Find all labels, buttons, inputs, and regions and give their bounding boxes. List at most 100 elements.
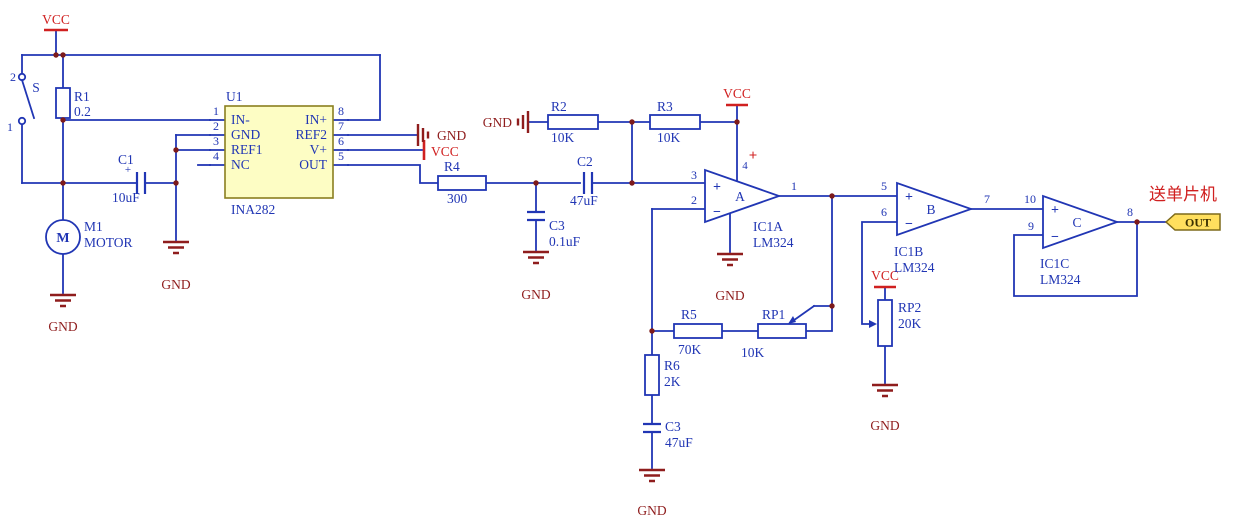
- gnd-symbol-ref2: GND: [416, 124, 466, 146]
- gnd-symbol-rp2: GND: [870, 383, 900, 433]
- u1-part: INA282: [231, 202, 275, 217]
- m1-value: MOTOR: [84, 235, 133, 250]
- r1-value: 0.2: [74, 104, 91, 119]
- pot-body: [757, 323, 807, 339]
- vcc-label: VCC: [42, 12, 70, 27]
- c3a-ref: C3: [549, 218, 565, 233]
- vcc-symbol-u1: VCC: [422, 140, 459, 160]
- u1-ref: U1: [226, 89, 243, 104]
- ic1b-ref: IC1B: [894, 244, 923, 259]
- c3a-value: 0.1uF: [549, 234, 581, 249]
- gnd-label: GND: [715, 288, 744, 303]
- capacitor-c1: + C1 10uF: [112, 152, 147, 205]
- ic1c-pin9: 9: [1028, 219, 1034, 233]
- potentiometer-rp2: RP2 20K: [869, 299, 922, 347]
- opamp-triangle: [1042, 194, 1120, 250]
- opamp-ic1c: + − C 10 9 8 IC1C LM324: [1024, 192, 1133, 287]
- vcc-label: VCC: [431, 144, 459, 159]
- motor-m1: M M1 MOTOR: [45, 219, 133, 255]
- capacitor-c2: C2 47uF: [570, 154, 598, 208]
- rp1-ref: RP1: [762, 307, 785, 322]
- gnd-symbol-u1: GND: [161, 240, 191, 292]
- resistor-body: [644, 354, 660, 396]
- ic1a-letter: A: [735, 189, 745, 204]
- wire-net: [21, 29, 1167, 469]
- capacitor-c3b: C3 47uF: [643, 419, 693, 450]
- vcc-symbol-rp2: VCC: [871, 268, 899, 289]
- gnd-label: GND: [637, 503, 666, 518]
- switch-pin-1: 1: [7, 120, 13, 134]
- ic1c-plus-input: +: [1051, 203, 1059, 218]
- u1-body: [224, 105, 334, 199]
- vcc-symbol-top: VCC: [42, 12, 70, 32]
- u1-pin-num: 8: [338, 104, 344, 118]
- pot-body: [877, 299, 893, 347]
- resistor-body: [673, 323, 723, 339]
- r3-ref: R3: [657, 99, 673, 114]
- potentiometer-rp1: RP1 10K: [741, 307, 807, 360]
- pot-wiper-arrow: [869, 320, 877, 328]
- u1-pin-num: 5: [338, 149, 344, 163]
- r3-value: 10K: [657, 130, 681, 145]
- ic1b-minus-input: −: [905, 217, 913, 232]
- ic1a-ref: IC1A: [753, 219, 783, 234]
- gnd-label: GND: [161, 277, 190, 292]
- ic1b-pin6: 6: [881, 205, 887, 219]
- u1-pin-name: IN+: [305, 112, 327, 127]
- capacitor-plates: [582, 172, 594, 194]
- ic1a-plus-input: +: [713, 180, 721, 195]
- u1-pin-name: NC: [231, 157, 250, 172]
- opamp-ic1a: + − A 3 2 1 4 + IC1A LM324: [691, 148, 797, 250]
- gnd-symbol-ic1a: GND: [715, 252, 745, 303]
- r4-value: 300: [447, 191, 468, 206]
- switch-s: 2 1 S: [7, 70, 40, 134]
- u1-pin-num: 6: [338, 134, 344, 148]
- wire-segment: [347, 54, 381, 121]
- ic1b-pin7: 7: [984, 192, 990, 206]
- gnd-label: GND: [870, 418, 899, 433]
- output-port: OUT 送单片机: [1149, 185, 1221, 231]
- resistor-r1: R1 0.2: [55, 87, 91, 119]
- ic1b-letter: B: [926, 202, 935, 217]
- r6-value: 2K: [664, 374, 681, 389]
- r4-ref: R4: [444, 159, 460, 174]
- u1-pin-num: 4: [213, 149, 219, 163]
- opamp-ic1b: + − B 5 6 7 IC1B LM324: [881, 179, 990, 275]
- wire-segment: [347, 164, 439, 184]
- pot-wiper-arrow: [788, 316, 796, 324]
- ic1a-pin4: 4: [742, 160, 748, 172]
- capacitor-plates: [643, 422, 661, 434]
- junction-dots: [53, 52, 1140, 334]
- to-mcu-annotation: 送单片机: [1149, 185, 1217, 204]
- c3b-ref: C3: [665, 419, 681, 434]
- capacitor-c3a: C3 0.1uF: [527, 210, 581, 249]
- u1-pin-num: 2: [213, 119, 219, 133]
- resistor-body: [649, 114, 701, 130]
- switch-pin-2: 2: [10, 70, 16, 84]
- resistor-r6: R6 2K: [644, 354, 681, 396]
- gnd-symbol-motor: GND: [48, 293, 78, 334]
- gnd-symbol-c3a: GND: [521, 250, 551, 302]
- r2-value: 10K: [551, 130, 575, 145]
- resistor-r4: R4 300: [437, 159, 487, 206]
- ic1b-plus-input: +: [905, 190, 913, 205]
- m1-ref: M1: [84, 219, 103, 234]
- out-tag-shape: [1164, 213, 1221, 231]
- ic1c-part: LM324: [1040, 272, 1081, 287]
- r1-ref: R1: [74, 89, 90, 104]
- gnd-label: GND: [521, 287, 550, 302]
- capacitor-plates: [527, 210, 545, 222]
- gnd-label: GND: [483, 115, 512, 130]
- capacitor-plates: [135, 172, 147, 194]
- opamp-triangle: [704, 168, 782, 224]
- out-tag-label: OUT: [1185, 216, 1211, 230]
- c1-value: 10uF: [112, 190, 140, 205]
- gnd-symbol-r2: GND: [483, 111, 530, 133]
- resistor-r2: R2 10K: [547, 99, 599, 145]
- ic1a-pin3: 3: [691, 168, 697, 182]
- c2-value: 47uF: [570, 193, 598, 208]
- ic1a-pin1: 1: [791, 179, 797, 193]
